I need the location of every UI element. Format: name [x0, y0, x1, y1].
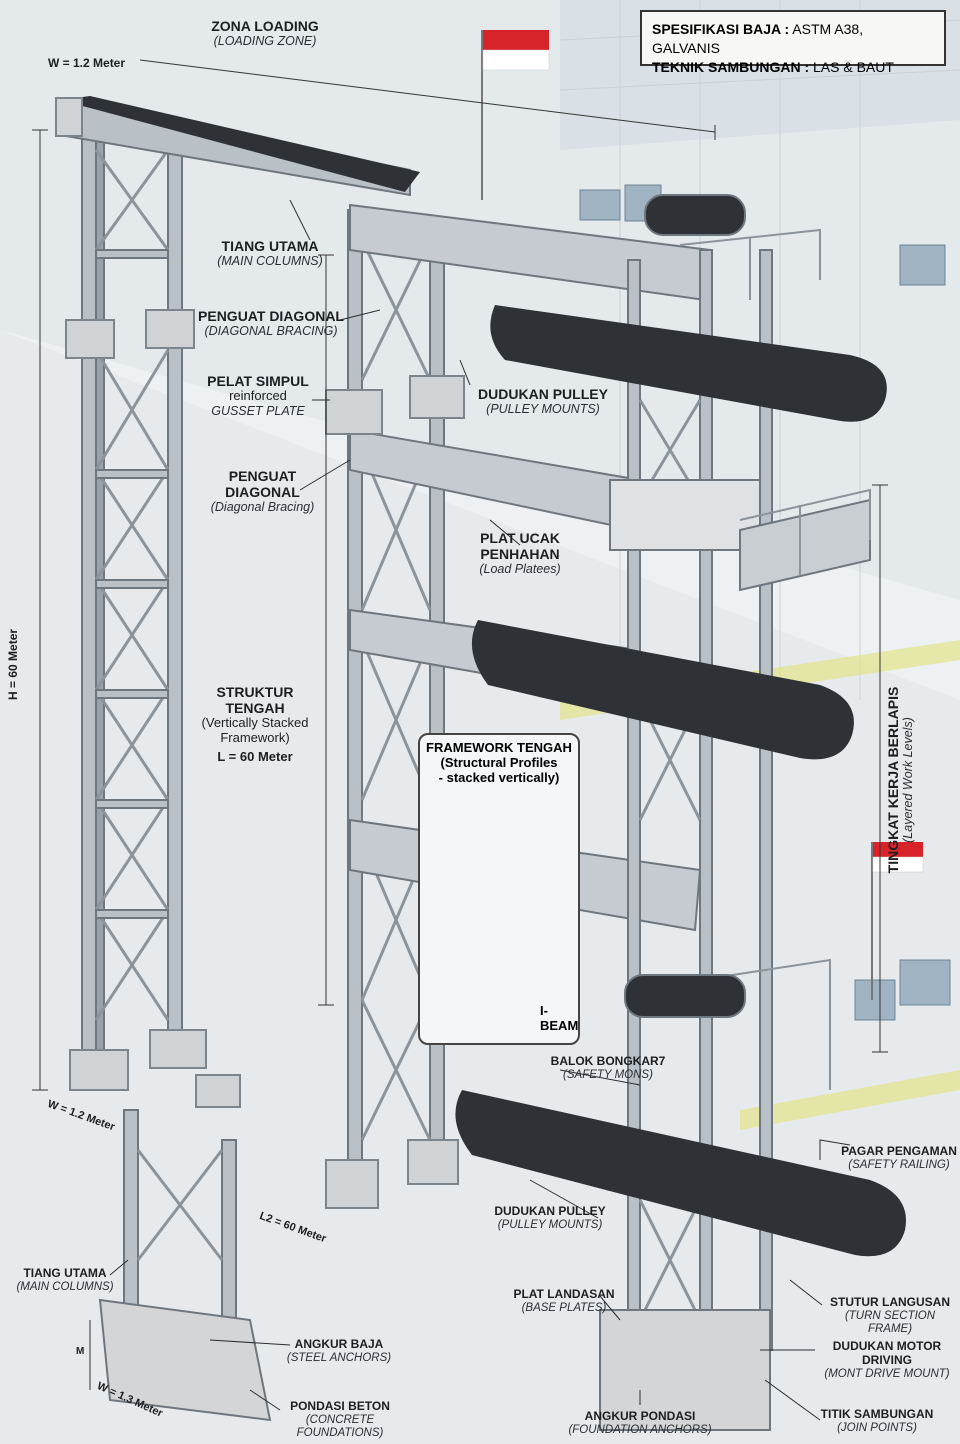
label-title: TINGKAT KERJA BERLAPIS	[885, 686, 901, 874]
left-tower	[65, 129, 241, 1108]
label-line2: reinforced	[229, 388, 287, 404]
label-sub: (Diagonal Bracing)	[210, 500, 315, 515]
dimension-lines	[32, 59, 888, 1390]
label-title: DUDUKAN MOTOR DRIVING	[832, 1339, 942, 1367]
label-sub: (FOUNDATION ANCHORS)	[568, 1423, 712, 1436]
label-pagar-pengaman: PAGAR PENGAMAN (SAFETY RAILING)	[838, 1144, 960, 1172]
label-sub: (TURN SECTION FRAME)	[844, 1309, 936, 1336]
label-title: DUDUKAN PULLEY	[494, 1204, 606, 1218]
label-balok-bongkar: BALOK BONGKAR7 (SAFETY MONS)	[548, 1054, 668, 1082]
label-sub: (Load Platees)	[479, 562, 561, 577]
label-penguat-diagonal-top: PENGUAT DIAGONAL (DIAGONAL BRACING)	[196, 308, 346, 338]
conveyor-lower	[455, 1090, 906, 1257]
label-title-2: PENHAHAN	[480, 546, 560, 563]
label-title: ANGKUR PONDASI	[584, 1409, 696, 1423]
label-sub-1: (Vertically Stacked	[201, 715, 309, 731]
leader-lines	[109, 199, 851, 1421]
label-titik-sambungan: TITIK SAMBUNGAN (JOIN POINTS)	[818, 1407, 936, 1435]
label-title: BALOK BONGKAR7	[550, 1054, 666, 1068]
label-sub: (MAIN COLUMNS)	[16, 1280, 114, 1293]
spec-value-1: ASTM A38, GALVANIS	[652, 21, 864, 56]
label-title: ZONA LOADING	[211, 18, 319, 34]
label-sub: (LOADING ZONE)	[213, 34, 317, 49]
label-title: PONDASI BETON	[290, 1399, 390, 1413]
label-title: TIANG UTAMA	[221, 238, 319, 254]
spec-label-2: TEKNIK SAMBUNGAN :	[652, 58, 810, 75]
motor-bottom	[624, 974, 746, 1018]
inset-beam-label: I-BEAM	[540, 1003, 579, 1033]
label-tiang-utama-bottom: TIANG UTAMA (MAIN COLUMNS)	[10, 1266, 120, 1294]
inset-title-2: (Structural Profiles	[440, 754, 558, 770]
label-title-1: PLAT UCAK	[480, 530, 560, 546]
spec-box: SPESIFIKASI BAJA : ASTM A38, GALVANIS TE…	[640, 10, 946, 75]
label-title: DUDUKAN PULLEY	[478, 386, 608, 402]
label-title: PLAT LANDASAN	[513, 1287, 615, 1301]
conveyor-belts	[455, 305, 906, 1257]
label-plat-ucak: PLAT UCAK PENHAHAN (Load Platees)	[465, 530, 575, 577]
label-struktur-tengah: STRUKTUR TENGAH (Vertically Stacked Fram…	[190, 684, 320, 765]
motor-top	[644, 194, 746, 236]
conveyor-middle	[471, 620, 854, 760]
label-title-1: PENGUAT	[228, 468, 297, 484]
label-sub: (Layered Work Levels)	[901, 717, 916, 843]
label-tiang-utama-top: TIANG UTAMA (MAIN COLUMNS)	[200, 238, 340, 268]
label-angkur-baja: ANGKUR BAJA (STEEL ANCHORS)	[284, 1337, 394, 1365]
inset-title-1: FRAMEWORK TENGAH	[426, 740, 572, 755]
spec-label-1: SPESIFIKASI BAJA :	[652, 21, 790, 37]
label-sub-2: Framework)	[220, 730, 290, 746]
label-title-1: STRUKTUR	[216, 684, 294, 700]
label-sub: GUSSET PLATE	[211, 404, 305, 419]
label-measure: L = 60 Meter	[217, 749, 293, 765]
label-title: ANGKUR BAJA	[294, 1337, 384, 1351]
framework-inset: FRAMEWORK TENGAH (Structural Profiles - …	[418, 733, 580, 1045]
label-stutur-langusan: STUTUR LANGUSAN (TURN SECTION FRAME)	[822, 1295, 958, 1336]
label-pelat-simpul: PELAT SIMPUL reinforced GUSSET PLATE	[198, 373, 318, 418]
label-tingkat-kerja: TINGKAT KERJA BERLAPIS (Layered Work Lev…	[885, 660, 915, 900]
label-dudukan-pulley-top: DUDUKAN PULLEY (PULLEY MOUNTS)	[468, 386, 618, 416]
label-penguat-diagonal-mid: PENGUAT DIAGONAL (Diagonal Bracing)	[200, 468, 325, 515]
flag-right	[871, 842, 924, 1000]
label-pondasi-beton: PONDASI BETON (CONCRETE FOUNDATIONS)	[262, 1399, 418, 1440]
label-sub: (CONCRETE FOUNDATIONS)	[296, 1413, 384, 1440]
label-title-2: DIAGONAL	[225, 484, 300, 501]
label-angkur-pondasi: ANGKUR PONDASI (FOUNDATION ANCHORS)	[566, 1409, 714, 1437]
flag-top	[481, 30, 550, 200]
dim-h-left: H = 60 Meter	[6, 628, 20, 700]
top-conveyor	[55, 96, 420, 197]
label-sub: (BASE PLATES)	[521, 1301, 607, 1314]
label-sub: (STEEL ANCHORS)	[286, 1351, 392, 1364]
label-plat-landasan: PLAT LANDASAN (BASE PLATES)	[512, 1287, 616, 1315]
label-sub: (PULLEY MOUNTS)	[486, 402, 600, 417]
label-title: TIANG UTAMA	[23, 1266, 107, 1280]
label-title-2: TENGAH	[225, 700, 285, 717]
small-frame	[98, 1109, 272, 1422]
dim-m-small: M	[76, 1346, 85, 1357]
label-title: PENGUAT DIAGONAL	[198, 308, 344, 324]
label-sub: (SAFETY RAILING)	[848, 1158, 950, 1171]
label-title: PELAT SIMPUL	[207, 373, 309, 389]
label-title: PAGAR PENGAMAN	[841, 1144, 957, 1158]
label-sub: (MONT DRIVE MOUNT)	[824, 1367, 950, 1380]
dim-w-top: W = 1.2 Meter	[48, 56, 126, 70]
spec-value-2: LAS & BAUT	[813, 58, 894, 75]
floor-stripe-2	[740, 1070, 960, 1130]
label-sub: (DIAGONAL BRACING)	[204, 324, 338, 339]
label-title: TITIK SAMBUNGAN	[820, 1407, 934, 1421]
label-sub: (JOIN POINTS)	[837, 1421, 917, 1434]
label-title: STUTUR LANGUSAN	[830, 1295, 950, 1309]
conveyor-upper	[490, 305, 887, 422]
right-tower	[599, 194, 871, 1431]
label-zona-loading: ZONA LOADING (LOADING ZONE)	[180, 18, 350, 48]
inset-title-3: - stacked vertically)	[438, 769, 560, 785]
label-sub: (PULLEY MOUNTS)	[497, 1218, 603, 1231]
inset-title: FRAMEWORK TENGAH (Structural Profiles - …	[420, 740, 578, 786]
label-sub: (MAIN COLUMNS)	[217, 254, 323, 269]
label-sub: (SAFETY MONS)	[563, 1068, 653, 1081]
label-dudukan-motor: DUDUKAN MOTOR DRIVING (MONT DRIVE MOUNT)	[814, 1339, 960, 1381]
label-dudukan-pulley-bottom: DUDUKAN PULLEY (PULLEY MOUNTS)	[490, 1204, 610, 1232]
